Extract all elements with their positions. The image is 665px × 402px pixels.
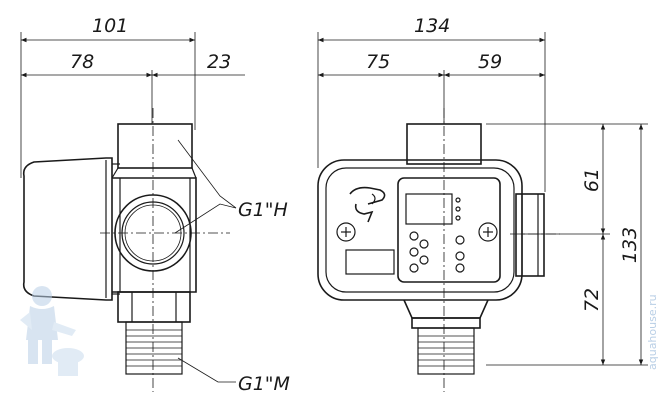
front-collar [403,299,489,319]
dim-label-61: 61 [581,168,603,192]
dim-label-23: 23 [207,51,231,73]
brand-logo-icon [349,186,386,223]
plumber-mascot-icon [20,286,84,376]
dim-label-134: 134 [414,15,450,37]
dim-label-59: 59 [478,51,502,73]
dim-label-133: 133 [619,227,641,263]
leader-inlet-thread [174,203,237,234]
indicator-leds [455,197,461,221]
dim-label-78: 78 [70,51,94,73]
dim-label-101: 101 [92,15,128,37]
leader-top-thread [177,139,237,209]
screw-right-icon [478,222,498,242]
thread-label-female: G1"H [238,199,288,221]
panel-buttons [409,231,465,273]
dim-label-75: 75 [366,51,390,73]
side-view: 101 78 23 [20,15,290,395]
control-panel [397,177,501,283]
thread-label-male: G1"M [238,373,290,395]
watermark-text: aquahouse.ru [646,294,659,370]
front-view: 134 75 59 61 72 133 [317,15,648,392]
dim-label-72: 72 [581,288,603,312]
front-housing [317,159,523,301]
controller-housing-side [22,157,113,301]
front-male-thread [417,327,475,375]
display-screen [405,193,453,225]
top-coupling [117,123,193,169]
label-plate [345,249,395,275]
leader-bottom-thread [177,357,236,383]
screw-left-icon [336,222,356,242]
side-outlet [515,193,545,277]
hex-nut [117,291,191,323]
